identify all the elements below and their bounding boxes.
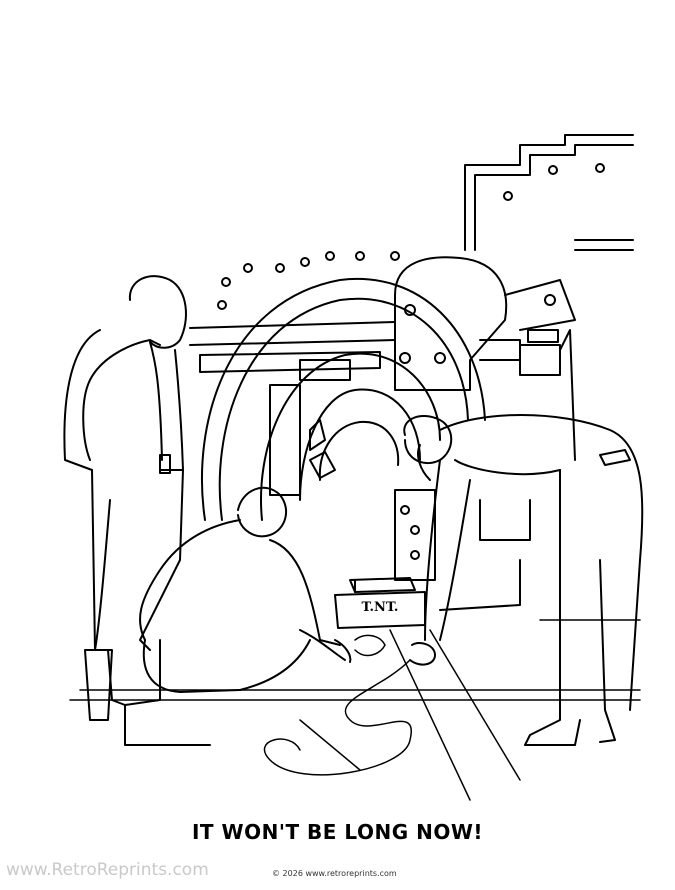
tnt-box [334,577,426,629]
tnt-crate-label: T.NT. [345,596,415,615]
page-caption: IT WON'T BE LONG NOW! [191,820,484,844]
locomotive-frame [464,134,634,251]
tnt-label-text: T.NT. [361,600,399,615]
bending-worker [403,414,644,746]
piston-rods [189,321,576,461]
site-watermark: www.RetroReprints.com [6,860,209,880]
drum-rivets [217,251,400,310]
locomotive-drum [201,277,486,521]
crouching-worker [124,486,352,746]
standing-worker [63,275,187,721]
fuse-wire [263,634,413,776]
cylinder-bracket [394,256,576,391]
floor-planks [69,619,641,801]
lower-block [394,489,531,611]
copyright-notice: © 2026 www.retroreprints.com [272,869,397,878]
